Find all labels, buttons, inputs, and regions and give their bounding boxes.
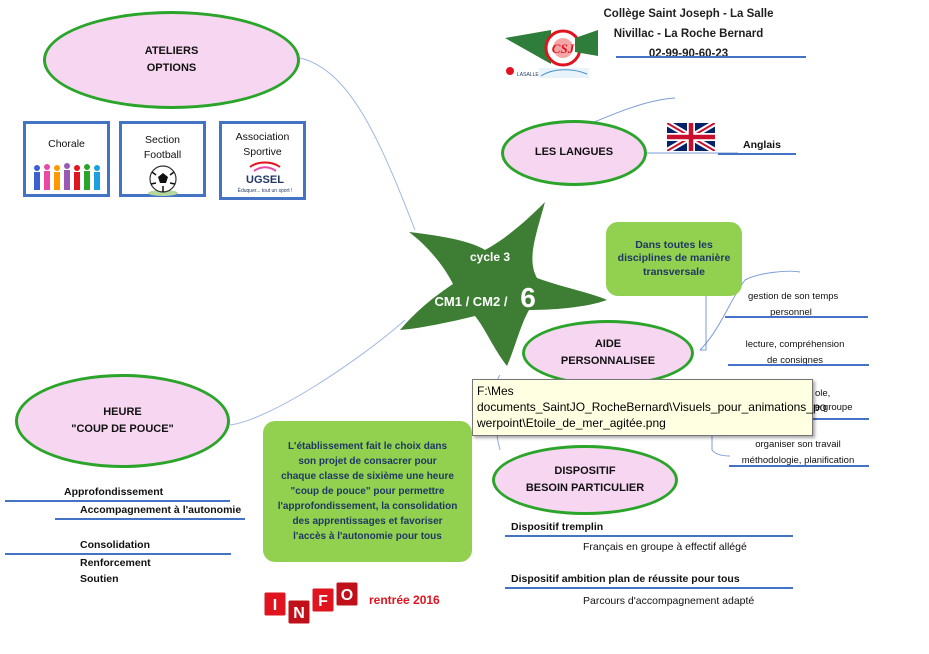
levels-label: CM1 / CM2 / <box>435 294 508 309</box>
aide-item-temps: gestion de son temps personnel <box>748 289 839 320</box>
dispositif-title-line1: DISPOSITIF <box>554 464 616 477</box>
transversale-line2: disciplines de manière <box>617 252 731 265</box>
ateliers-title-line1: ATELIERS <box>144 44 199 57</box>
football-box: Section Football <box>119 121 206 197</box>
aide-item-lecture: lecture, compréhension de consignes <box>740 337 850 368</box>
aide-item-partial-line1: ole, <box>815 388 831 399</box>
aide-item-organiser: organiser son travail méthodologie, plan… <box>733 437 863 468</box>
info-letter-o: O <box>341 587 353 604</box>
ateliers-title-line2: OPTIONS <box>146 62 197 74</box>
college-logo-graphic: CSJ LASALLE <box>505 29 598 78</box>
choir-people-icon <box>34 163 100 190</box>
accompagnement-underline <box>55 518 245 520</box>
info-letter-n: N <box>293 605 305 622</box>
aide-item-lecture-line1: lecture, compréhension <box>745 339 845 350</box>
svg-text:LASALLE: LASALLE <box>517 72 539 78</box>
etab-line5: l'approfondissement, la consolidation <box>277 501 458 512</box>
info-letter-f: F <box>318 593 328 610</box>
anglais-label: Anglais <box>743 139 781 151</box>
approfondissement-label: Approfondissement <box>64 486 164 498</box>
transversale-box: Dans toutes les disciplines de manière t… <box>606 222 742 296</box>
ambition-underline <box>505 587 793 589</box>
etab-line2: son projet de consacrer pour <box>298 456 437 467</box>
logo-letters: CSJ <box>552 41 575 56</box>
connector-ateliers <box>299 57 416 231</box>
football-icon <box>148 165 178 196</box>
ellipse-les-langues: LES LANGUES <box>501 120 647 186</box>
ellipse-heure-coup-de-pouce: HEURE "COUP DE POUCE" <box>15 374 230 468</box>
connector-aide-lower <box>711 420 731 457</box>
connector-aide-items <box>699 270 801 351</box>
chorale-label: Chorale <box>48 138 85 150</box>
connector-heure <box>229 319 406 426</box>
aide-item-temps-line2: personnel <box>770 306 812 318</box>
anglais-underline <box>718 153 796 155</box>
heure-title-line2: "COUP DE POUCE" <box>71 423 174 435</box>
association-label-line1: Association <box>235 131 290 143</box>
aide-item-lecture-line2: de consignes <box>767 354 823 366</box>
college-phone: 02-99-90-60-23 <box>648 48 729 61</box>
etablissement-box: L'établissement fait le choix dans son p… <box>263 421 472 562</box>
aide-item-temps-underline <box>725 316 868 318</box>
college-logo: CSJ LASALLE <box>503 16 603 86</box>
aide-item-organiser-line1: organiser son travail <box>755 439 841 450</box>
soutien-label: Soutien <box>80 573 119 585</box>
football-label-line2: Football <box>143 148 182 161</box>
ellipse-ateliers-options: ATELIERS OPTIONS <box>43 11 300 109</box>
info-letter-i: I <box>273 597 277 614</box>
header-underline <box>616 56 806 58</box>
aide-item-organiser-line2: méthodologie, planification <box>741 454 855 466</box>
aide-item-temps-line1: gestion de son temps <box>748 291 839 302</box>
dispositif-title-line2: BESOIN PARTICULIER <box>525 482 645 494</box>
aide-item-partial: ole, e groupe <box>815 387 853 416</box>
tooltip-line2: documents_SaintJO_RocheBernard\Visuels_p… <box>477 400 827 415</box>
ugsel-logo-icon: UGSEL Éduquer... tout un sport ! <box>238 161 293 194</box>
aide-title-line2: PERSONNALISEE <box>560 355 656 367</box>
approfondissement-underline <box>5 500 230 502</box>
consolidation-label: Consolidation <box>80 539 150 551</box>
heure-title-line1: HEURE <box>103 405 142 418</box>
transversale-line1: Dans toutes les <box>635 239 713 252</box>
association-sportive-box: Association Sportive UGSEL Éduquer... to… <box>219 121 306 200</box>
etab-line1: L'établissement fait le choix dans <box>287 441 448 452</box>
football-label-line1: Section <box>144 134 181 146</box>
ellipse-dispositif-besoin-particulier: DISPOSITIF BESOIN PARTICULIER <box>492 445 678 515</box>
association-label-line2: Sportive <box>243 145 282 158</box>
tooltip-line1: F:\Mes <box>477 384 514 398</box>
starfish-shape: cycle 3 CM1 / CM2 / 6 <box>400 202 607 366</box>
transversale-line3: transversale <box>643 265 705 278</box>
etab-line7: l'accès à l'autonomie pour tous <box>293 531 442 542</box>
file-path-tooltip: F:\Mes documents_SaintJO_RocheBernard\Vi… <box>472 379 827 436</box>
etab-line6: des apprentissages et favoriser <box>292 516 443 527</box>
langues-title: LES LANGUES <box>534 146 614 159</box>
uk-flag-icon <box>667 123 715 151</box>
aide-item-lecture-underline <box>728 364 869 366</box>
consolidation-underline <box>5 553 231 555</box>
accompagnement-label: Accompagnement à l'autonomie <box>80 504 242 516</box>
tremplin-underline <box>505 535 793 537</box>
rentree-label: rentrée 2016 <box>369 593 440 607</box>
chorale-box: Chorale <box>23 121 110 197</box>
connector-aide-trans <box>700 289 730 351</box>
etab-line4: "coup de pouce" pour permettre <box>290 486 445 497</box>
ugsel-tagline: Éduquer... tout un sport ! <box>238 187 293 194</box>
info-cubes-icon: I N F O <box>263 581 359 625</box>
renforcement-label: Renforcement <box>80 557 151 569</box>
ellipse-aide-personnalisee: AIDE PERSONNALISEE <box>522 320 694 386</box>
tooltip-line3: werpoint\Etoile_de_mer_agitée.png <box>477 416 666 431</box>
ambition-detail: Parcours d'accompagnement adapté <box>583 595 755 607</box>
ugsel-text: UGSEL <box>246 174 284 186</box>
ambition-label: Dispositif ambition plan de réussite pou… <box>511 573 740 585</box>
aide-title-line1: AIDE <box>594 337 622 350</box>
tremplin-label: Dispositif tremplin <box>511 521 604 533</box>
cycle-label: cycle 3 <box>470 250 510 264</box>
college-name: Collège Saint Joseph - La Salle <box>603 8 774 20</box>
aide-item-organiser-underline <box>729 465 869 467</box>
etab-line3: chaque classe de sixième une heure <box>281 471 454 482</box>
level-six: 6 <box>520 282 536 313</box>
tremplin-detail: Français en groupe à effectif allégé <box>583 541 747 553</box>
college-location: Nivillac - La Roche Bernard <box>613 28 764 41</box>
starfish-icon <box>400 202 607 366</box>
aide-item-partial-line2: e groupe <box>815 402 853 414</box>
